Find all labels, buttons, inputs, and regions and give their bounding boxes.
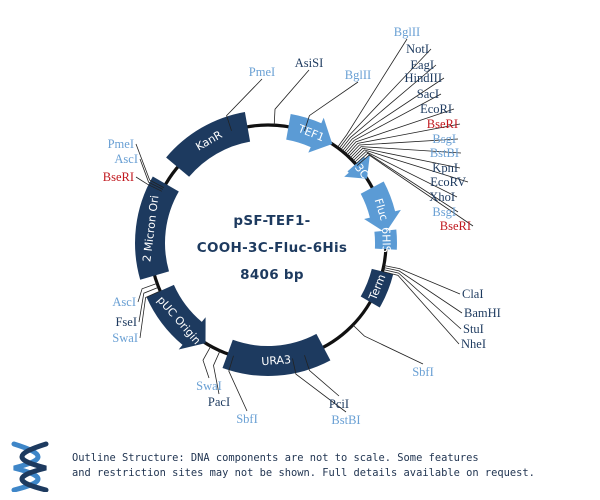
- site-label-ecori: EcoRI: [420, 102, 452, 116]
- site-label-nhei: NheI: [461, 337, 486, 351]
- site-label-bstbi: BstBI: [430, 146, 459, 160]
- site-label-bglii: BglII: [345, 68, 371, 82]
- feature-fluc: [360, 181, 401, 233]
- site-label-noti: NotI: [406, 42, 429, 56]
- site-label-bamhi: BamHI: [464, 306, 501, 320]
- feature-6his: [374, 229, 397, 250]
- plasmid-title-line-2: COOH-3C-Fluc-6His: [197, 240, 348, 256]
- site-tick-asisi: [273, 69, 310, 126]
- feature-label-fluc: Fluc: [372, 197, 391, 222]
- site-label-ecorv: EcoRV: [430, 175, 466, 189]
- site-tick-pcii: [304, 355, 340, 397]
- site-tick-hindiii: [341, 77, 445, 152]
- site-label-stui: StuI: [463, 322, 484, 336]
- site-tick-bstbi: [292, 358, 347, 413]
- site-tick-stui: [382, 269, 462, 330]
- site-label-pcii: PciI: [329, 397, 349, 411]
- footnote: Outline Structure: DNA components are no…: [72, 451, 592, 481]
- site-label-bseri: BseRI: [103, 170, 134, 184]
- site-tick-bglii: [337, 38, 408, 148]
- plasmid-title-line-1: pSF-TEF1-: [233, 213, 310, 229]
- site-label-bsgi: BsgI: [432, 205, 456, 219]
- site-tick-bglii: [304, 81, 359, 131]
- site-tick-ecorv: [352, 149, 469, 183]
- feature-2-micron-ori: [135, 176, 179, 280]
- feature-term: [360, 268, 394, 308]
- site-label-layer: PmeIAsiSIBglIIBglIINotIEagIHindIIISacIEc…: [103, 25, 501, 427]
- site-label-swai: SwaI: [112, 331, 138, 345]
- footnote-line-1: Outline Structure: DNA components are no…: [72, 452, 479, 464]
- site-label-xhoi: XhoI: [429, 190, 455, 204]
- site-tick-swai: [139, 290, 161, 339]
- site-tick-ecori: [345, 108, 455, 155]
- site-label-asci: AscI: [112, 295, 136, 309]
- site-label-paci: PacI: [208, 395, 230, 409]
- feature-kanr: [166, 112, 251, 177]
- site-tick-pmei: [135, 143, 164, 188]
- site-label-bstbi: BstBI: [331, 413, 360, 427]
- site-tick-paci: [213, 350, 221, 395]
- feature-label-ura3: URA3: [261, 353, 292, 368]
- site-label-bglii: BglII: [394, 25, 420, 39]
- feature-ura3: [222, 333, 331, 376]
- site-label-asci: AscI: [114, 152, 138, 166]
- site-label-hindiii: HindIII: [405, 71, 443, 85]
- site-tick-asci: [137, 283, 158, 303]
- site-label-pmei: PmeI: [249, 65, 275, 79]
- site-label-kpni: KpnI: [432, 161, 458, 175]
- site-tick-layer: [135, 38, 474, 413]
- site-tick-noti: [338, 48, 432, 150]
- site-label-eagi: EagI: [410, 58, 434, 72]
- site-tick-bseri: [346, 123, 461, 156]
- site-tick-asci: [139, 158, 164, 190]
- feature-label-6his: 6HIS: [379, 227, 393, 253]
- site-tick-sbfi: [228, 355, 248, 412]
- site-label-saci: SacI: [417, 87, 439, 101]
- site-tick-pmei: [226, 78, 263, 131]
- site-tick-nhei: [382, 271, 460, 345]
- site-label-clai: ClaI: [462, 287, 484, 301]
- site-tick-kpni: [351, 147, 461, 169]
- site-tick-eagi: [340, 64, 437, 151]
- site-label-pmei: PmeI: [108, 137, 134, 151]
- site-tick-bsgi: [355, 152, 459, 213]
- site-tick-bseri: [135, 176, 163, 192]
- feature-puc-origin: [146, 284, 206, 350]
- site-label-sbfi: SbfI: [236, 412, 258, 426]
- site-label-bseri: BseRI: [440, 219, 471, 233]
- site-tick-swai: [202, 346, 212, 379]
- site-label-bsgi: BsgI: [432, 132, 456, 146]
- dna-helix-icon: [11, 441, 49, 492]
- site-label-fsei: FseI: [115, 315, 137, 329]
- site-tick-bsgi: [348, 138, 459, 157]
- site-label-bseri: BseRI: [427, 117, 458, 131]
- footnote-line-2: and restriction sites may not be shown. …: [72, 467, 535, 479]
- site-label-swai: SwaI: [196, 379, 222, 393]
- feature-tef1: [286, 114, 333, 153]
- site-tick-fsei: [138, 286, 159, 323]
- plasmid-size: 8406 bp: [240, 267, 304, 283]
- site-tick-saci: [343, 93, 442, 153]
- site-tick-clai: [383, 265, 461, 295]
- site-tick-xhoi: [354, 151, 458, 198]
- site-tick-bseri: [356, 154, 474, 227]
- site-tick-bstbi: [349, 146, 462, 159]
- site-tick-sbfi: [352, 324, 424, 365]
- site-tick-bamhi: [383, 267, 463, 314]
- site-label-asisi: AsiSI: [295, 56, 323, 70]
- site-label-sbfi: SbfI: [412, 365, 434, 379]
